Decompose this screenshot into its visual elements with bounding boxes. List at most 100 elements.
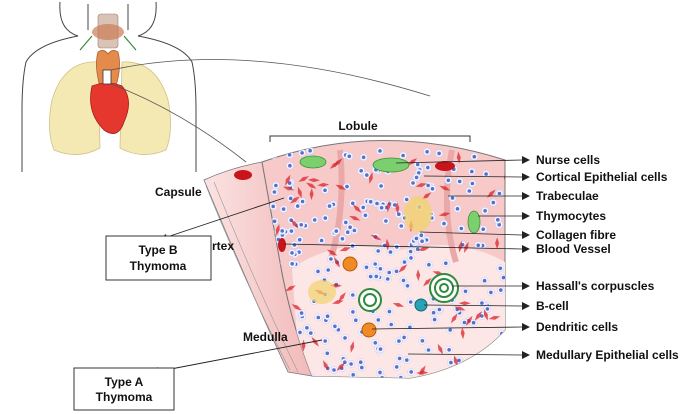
thymocyte-nucleus xyxy=(384,219,388,223)
thymocyte-nucleus xyxy=(501,275,505,280)
thymocyte-nucleus xyxy=(295,204,300,208)
label-blood-vessel: Blood Vessel xyxy=(536,242,611,256)
thymocyte-nucleus xyxy=(274,183,278,188)
capillary xyxy=(352,204,362,213)
capillary xyxy=(290,219,299,229)
thymocyte-nucleus xyxy=(490,346,495,350)
thymocyte-nucleus xyxy=(378,267,383,271)
capillary xyxy=(298,176,309,182)
thymocyte-nucleus xyxy=(368,199,373,204)
type-a-box xyxy=(73,367,175,411)
thymocyte xyxy=(491,369,500,377)
thymocyte-nucleus xyxy=(359,169,364,173)
label-collagen: Collagen fibre xyxy=(536,228,616,242)
left-lung xyxy=(49,61,101,155)
dendritic-cell xyxy=(361,322,377,338)
thymocyte-nucleus xyxy=(420,239,424,243)
zoom-marker xyxy=(102,69,112,85)
thymocyte-nucleus xyxy=(432,317,437,322)
medulla-label: Medulla xyxy=(243,330,288,344)
thymocyte-nucleus xyxy=(402,335,406,340)
capillary xyxy=(464,241,469,253)
thymocyte-nucleus xyxy=(272,219,277,224)
thymocyte-nucleus xyxy=(394,269,399,274)
thymocyte-nucleus xyxy=(348,225,352,229)
blood-vessel xyxy=(278,238,286,252)
thymocyte-nucleus xyxy=(444,261,448,266)
thymocyte-nucleus xyxy=(298,330,302,335)
thymocyte-nucleus xyxy=(470,377,474,378)
capillary xyxy=(301,339,306,352)
capillary xyxy=(454,306,466,311)
thymocyte-nucleus xyxy=(397,356,402,361)
capsule-layer-1 xyxy=(205,185,291,371)
thymocyte-nucleus xyxy=(459,226,464,231)
thymocyte-nucleus xyxy=(462,320,467,325)
thymocyte xyxy=(496,347,505,355)
thymocyte-nucleus xyxy=(497,191,502,196)
thymocyte-nucleus xyxy=(326,268,331,272)
thymocyte-nucleus xyxy=(292,243,297,247)
thymocyte-nucleus xyxy=(482,278,487,283)
thymocyte-nucleus xyxy=(354,318,358,323)
type-a-line2: Thymoma xyxy=(96,390,153,404)
thymocyte-nucleus xyxy=(457,358,461,363)
pointer-dendritic xyxy=(371,326,523,330)
vessel-layer xyxy=(274,151,505,376)
thymocyte-nucleus xyxy=(352,228,357,233)
zoom-line-upper xyxy=(110,59,431,97)
capillary xyxy=(350,341,355,353)
thymocyte-nucleus xyxy=(376,249,381,253)
cortical-epithelial-cell xyxy=(299,155,327,169)
thymocyte-nucleus xyxy=(360,365,364,370)
capillary xyxy=(415,183,428,188)
capillary xyxy=(495,237,500,250)
thymocyte-nucleus xyxy=(375,201,379,206)
thymocyte-nucleus xyxy=(472,154,477,159)
thymocyte-nucleus xyxy=(399,375,403,378)
thymocyte-nucleus xyxy=(408,300,413,304)
thymocyte-nucleus xyxy=(358,360,363,365)
thymocyte-nucleus xyxy=(409,370,414,374)
thymocyte-nucleus xyxy=(489,290,493,295)
thymocyte-nucleus xyxy=(385,277,390,281)
right-label-group: Nurse cells Cortical Epithelial cells Tr… xyxy=(283,153,679,362)
pointer-blood-vessel xyxy=(283,243,523,250)
thymocyte-nucleus xyxy=(457,179,462,184)
thymocyte-nucleus xyxy=(290,251,294,255)
thymocyte-nucleus xyxy=(327,204,332,208)
capillary xyxy=(503,171,505,184)
thymocyte xyxy=(468,374,476,378)
thymocyte-nucleus xyxy=(387,270,392,275)
thymocyte-nucleus xyxy=(338,377,343,378)
thymocyte-nucleus xyxy=(297,238,302,242)
thymocyte-nucleus xyxy=(408,249,413,254)
thymocyte-nucleus xyxy=(325,314,330,319)
thymocyte-nucleus xyxy=(392,203,397,207)
thymocyte-nucleus xyxy=(300,151,304,155)
pointer-collagen xyxy=(419,231,523,236)
zoom-line-lower xyxy=(110,83,247,163)
heart xyxy=(90,82,129,134)
hassalls-corpuscle xyxy=(429,273,459,303)
capillary xyxy=(275,223,280,236)
thymocyte-nucleus xyxy=(463,289,468,294)
capillary xyxy=(423,277,432,287)
thymocyte-nucleus xyxy=(425,150,429,154)
thymocyte xyxy=(488,344,497,352)
thymocyte-nucleus xyxy=(378,149,382,153)
thymocyte-nucleus xyxy=(319,238,324,243)
thymocyte-nucleus xyxy=(363,213,368,218)
capillary xyxy=(450,313,458,324)
lobule-bracket xyxy=(269,135,471,142)
thymocyte-nucleus xyxy=(349,362,353,366)
thymocyte-nucleus xyxy=(378,347,383,351)
capillary xyxy=(465,315,473,326)
thymocyte-nucleus xyxy=(323,339,328,343)
pointer-head xyxy=(522,173,530,181)
thymocyte-nucleus xyxy=(419,233,424,237)
thymocyte-nucleus xyxy=(409,256,413,260)
type-a-arrow xyxy=(149,339,323,374)
type-b-arrow xyxy=(157,197,285,241)
